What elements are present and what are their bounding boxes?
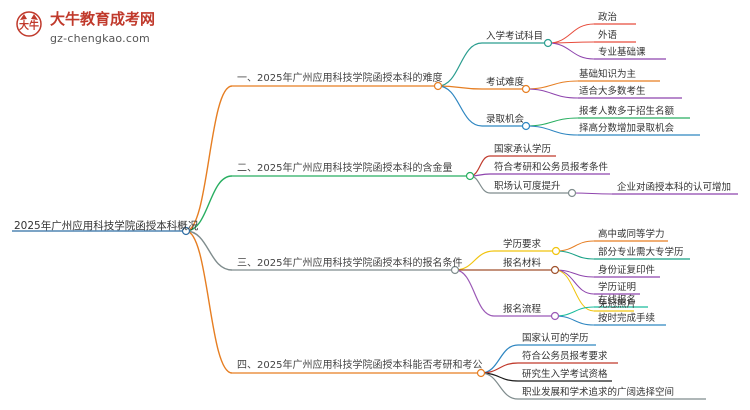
b2-sub-3-node — [567, 188, 577, 198]
b3-sub-1: 学历要求 — [503, 239, 542, 250]
branch-2-label: 二、2025年广州应用科技学院函授本科的含金量 — [237, 163, 453, 174]
b1-s3-leaf-link-1 — [525, 117, 579, 127]
b3-s2-leaf-1: 身份证复印件 — [598, 265, 656, 276]
b1-s1-leaf-1: 政治 — [598, 12, 618, 23]
branch-2-node — [465, 171, 475, 181]
b1-s2-leaf-link-1 — [525, 80, 579, 90]
b2-sub-1: 国家承认学历 — [494, 144, 552, 155]
logo-title: 大牛教育成考网 — [50, 10, 156, 28]
b2-sub-3: 职场认可度提升 — [494, 181, 561, 192]
b1-s1-leaf-2: 外语 — [598, 30, 618, 41]
branch-3-node — [450, 265, 460, 275]
b1-s2-leaf-link-2 — [525, 88, 579, 99]
branch-4-label: 四、2025年广州应用科技学院函授本科能否考研和考公 — [237, 360, 483, 371]
logo-url: gz-chengkao.com — [50, 32, 150, 45]
branch-1-node — [433, 81, 443, 91]
b3-s2-leaf-2: 学历证明 — [598, 282, 637, 293]
root-node — [181, 226, 191, 236]
b1-sub-2: 考试难度 — [486, 77, 525, 88]
b1-link-1 — [437, 42, 483, 87]
b3-sub-3-node — [550, 311, 560, 321]
b1-s2-leaf-2: 适合大多数考生 — [579, 86, 646, 97]
root-to-branch-2 — [185, 175, 233, 232]
b1-s1-leaf-3: 专业基础课 — [598, 47, 646, 58]
logo-mark-text: 大牛 — [19, 19, 39, 32]
b3-sub-1-node — [551, 246, 561, 256]
b1-sub-2-node — [521, 84, 531, 94]
b1-sub-3: 录取机会 — [486, 114, 525, 125]
b3-link-3 — [454, 269, 495, 317]
b3-s3-leaf-1: 在线报名 — [598, 295, 637, 306]
branch-3-label: 三、2025年广州应用科技学院函授本科的报名条件 — [237, 258, 463, 269]
b1-link-3 — [437, 85, 483, 127]
b1-sub-1: 入学考试科目 — [486, 31, 544, 42]
b2-sub-2: 符合考研和公务员报考条件 — [494, 162, 609, 173]
b1-sub-3-node — [521, 121, 531, 131]
b4-link-1 — [480, 344, 519, 374]
b3-sub-2-node — [550, 265, 560, 275]
b1-s3-leaf-link-2 — [525, 125, 579, 136]
b2-s3-leaf-1: 企业对函授本科的认可增加 — [617, 182, 732, 193]
b3-s3-leaf-link-2 — [554, 315, 595, 326]
b3-s1-leaf-link-2 — [555, 250, 595, 260]
b3-s1-leaf-1: 高中或同等学力 — [598, 229, 665, 240]
b1-s1-leaf-link-1 — [547, 23, 595, 44]
root-topic: 2025年广州应用科技学院函授本科概况 — [14, 220, 199, 232]
b3-s3-leaf-2: 按时完成手续 — [598, 313, 656, 324]
b1-s1-leaf-link-3 — [547, 42, 595, 60]
b4-link-4 — [480, 372, 519, 400]
b4-sub-2: 符合公务员报考要求 — [522, 351, 608, 362]
b1-s3-leaf-1: 报考人数多于招生名额 — [579, 106, 675, 117]
b2-link-1 — [469, 155, 491, 177]
logo: 大牛 大牛教育成考网 gz-chengkao.com — [14, 8, 174, 50]
b1-sub-1-node — [543, 38, 553, 48]
branch-1-label: 一、2025年广州应用科技学院函授本科的难度 — [237, 73, 443, 84]
b2-s3-leaf-link-1 — [571, 192, 613, 195]
b4-sub-3: 研究生入学考试资格 — [522, 369, 608, 380]
b3-s1-leaf-link-1 — [555, 240, 595, 252]
b4-sub-4: 职业发展和学术追求的广阔选择空间 — [522, 387, 675, 398]
b4-sub-1: 国家认可的学历 — [522, 333, 589, 344]
branch-4-node — [476, 368, 486, 378]
b3-sub-2: 报名材料 — [503, 258, 542, 269]
b1-link-2 — [437, 85, 483, 90]
b1-s3-leaf-2: 择高分数增加录取机会 — [579, 123, 675, 134]
b3-sub-3: 报名流程 — [503, 304, 542, 315]
b3-s2-leaf-link-3 — [554, 269, 595, 312]
b3-s2-leaf-3: 免冠照片 — [598, 299, 637, 310]
root-to-branch-1 — [185, 85, 233, 232]
root-to-branch-4 — [185, 230, 233, 374]
logo-mark-icon: 大牛 — [16, 11, 42, 37]
b3-s1-leaf-2: 部分专业需大专学历 — [598, 247, 684, 258]
b3-s3-leaf-link-1 — [554, 306, 595, 317]
root-to-branch-3 — [185, 230, 233, 271]
b1-s2-leaf-1: 基础知识为主 — [579, 69, 637, 80]
